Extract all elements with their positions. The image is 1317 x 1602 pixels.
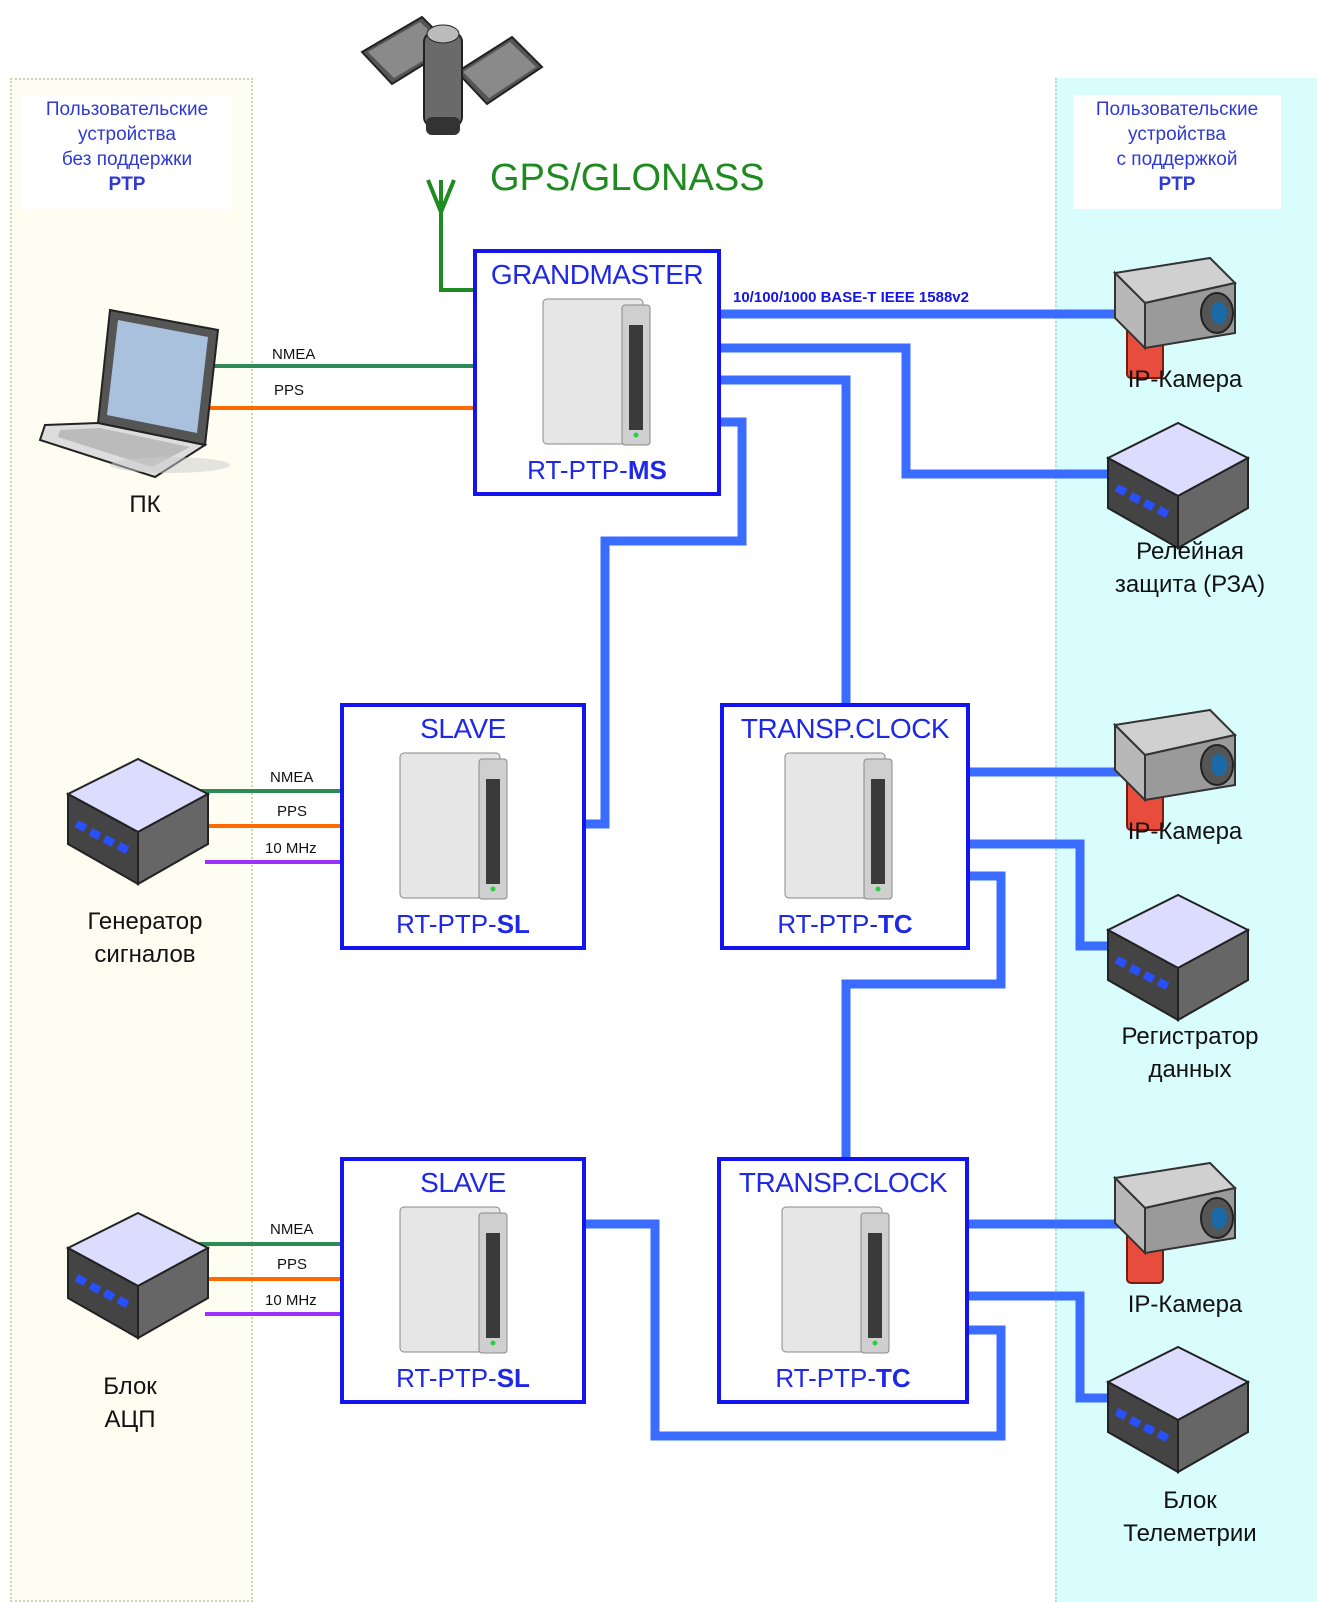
tc1-box: TRANSP.CLOCK RT-PTP-TC bbox=[720, 703, 970, 950]
recorder-label: Регистратор данных bbox=[1121, 1023, 1259, 1083]
slave2-box: SLAVE RT-PTP-SL bbox=[340, 1157, 586, 1404]
relay-label: Релейная защита (РЗА) bbox=[1114, 538, 1266, 598]
device-model: RT-PTP-TC bbox=[777, 909, 913, 939]
laptop-icon bbox=[38, 308, 230, 479]
device-role: TRANSP.CLOCK bbox=[738, 1167, 948, 1198]
device-role: GRANDMASTER bbox=[490, 259, 704, 290]
gps-label: GPS/GLONASS bbox=[490, 157, 765, 199]
gm-slave1-link bbox=[584, 417, 747, 829]
tc1-tc2-link bbox=[841, 871, 1006, 1160]
device-role: SLAVE bbox=[420, 1167, 506, 1198]
adc-label: Блок АЦП bbox=[103, 1373, 157, 1433]
left-panel-title: Пользовательские устройства без поддержк… bbox=[22, 95, 232, 209]
right-panel-title: Пользовательские устройства с поддержкой… bbox=[1073, 95, 1281, 209]
nmea-label: NMEA bbox=[272, 346, 316, 363]
antenna-icon bbox=[426, 179, 476, 292]
device-role: TRANSP.CLOCK bbox=[740, 713, 950, 744]
tc1-recorder-link bbox=[968, 839, 1108, 951]
data-recorder-icon bbox=[1105, 893, 1251, 1022]
din-rail-module-icon bbox=[399, 752, 508, 900]
signal-generator-icon bbox=[65, 757, 211, 886]
slave1-box: SLAVE RT-PTP-SL bbox=[340, 703, 586, 950]
device-model: RT-PTP-MS bbox=[527, 455, 667, 485]
telemetry-label: Блок Телеметрии bbox=[1123, 1487, 1257, 1547]
pc-label: ПК bbox=[129, 491, 161, 518]
pps-label: PPS bbox=[277, 1256, 308, 1273]
tc2-telemetry-link bbox=[968, 1291, 1108, 1403]
nmea-label: NMEA bbox=[270, 1221, 314, 1238]
pps-label: PPS bbox=[277, 803, 308, 820]
pps-label: PPS bbox=[274, 382, 305, 399]
tc2-box: TRANSP.CLOCK RT-PTP-TC bbox=[717, 1157, 969, 1404]
ip-camera-icon bbox=[1112, 708, 1237, 831]
nmea-label: NMEA bbox=[270, 769, 314, 786]
camera1-label: IP-Камера bbox=[1127, 366, 1243, 393]
slave2-tc2-link bbox=[584, 1219, 1006, 1441]
din-rail-module-icon bbox=[781, 1206, 890, 1354]
device-model: RT-PTP-SL bbox=[396, 1363, 530, 1393]
grandmaster-box: GRANDMASTER RT-PTP-MS bbox=[473, 249, 721, 496]
din-rail-module-icon bbox=[542, 298, 651, 446]
generator-label: Генератор сигналов bbox=[87, 908, 203, 968]
gm-relay-link bbox=[720, 343, 1108, 479]
mhz-label: 10 MHz bbox=[265, 1292, 317, 1309]
device-model: RT-PTP-SL bbox=[396, 909, 530, 939]
mhz-label: 10 MHz bbox=[265, 840, 317, 857]
camera3-label: IP-Камера bbox=[1127, 1291, 1243, 1318]
ethernet-label: 10/100/1000 BASE-T IEEE 1588v2 bbox=[733, 289, 969, 306]
gm-tc1-link bbox=[720, 375, 851, 706]
ip-camera-icon bbox=[1112, 256, 1237, 379]
satellite-icon bbox=[360, 15, 544, 135]
relay-protection-icon bbox=[1105, 421, 1251, 550]
din-rail-module-icon bbox=[784, 752, 893, 900]
telemetry-unit-icon bbox=[1105, 1345, 1251, 1474]
device-role: SLAVE bbox=[420, 713, 506, 744]
ip-camera-icon bbox=[1112, 1161, 1237, 1284]
adc-unit-icon bbox=[65, 1211, 211, 1340]
camera2-label: IP-Камера bbox=[1127, 818, 1243, 845]
device-model: RT-PTP-TC bbox=[775, 1363, 911, 1393]
din-rail-module-icon bbox=[399, 1206, 508, 1354]
